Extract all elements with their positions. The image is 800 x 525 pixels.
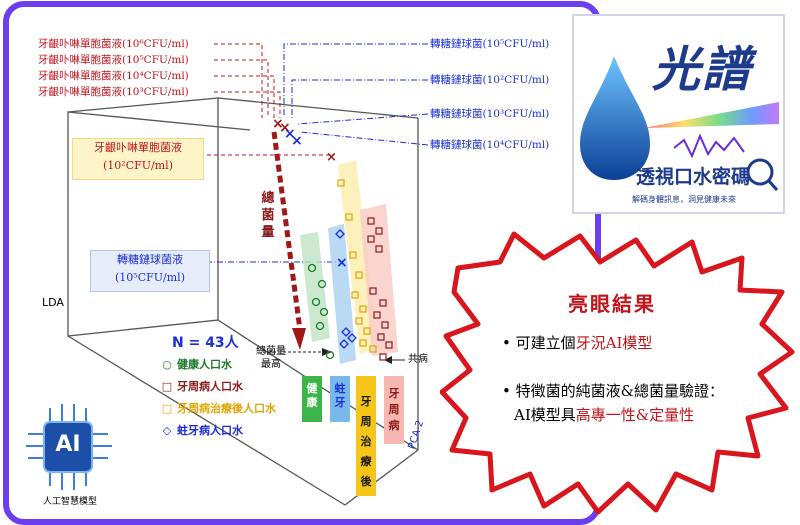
legend-periodontitis: □ 牙周病人口水	[160, 380, 243, 394]
legend-periodontitis-text: 牙周病人口水	[177, 380, 243, 393]
group-label-caries: 蛀 牙	[330, 376, 350, 422]
logo-subtitle: 透視口水密碼	[636, 166, 751, 188]
sm-pure-callout: 轉糖鏈球菌液 (10⁵CFU/ml)	[90, 250, 210, 292]
bullet-2-text: AI模型具	[514, 406, 576, 424]
results-bullet-2-cont: AI模型具高專一性&定量性	[514, 404, 694, 425]
sm-label-2: 轉糖鏈球菌(10²CFU/ml)	[430, 74, 550, 86]
sm-label-3: 轉糖鏈球菌(10³CFU/ml)	[430, 108, 550, 120]
axis-label-lda: LDA	[42, 296, 64, 309]
pg-label-2: 牙齦卟啉單胞菌液(10⁵CFU/ml)	[38, 54, 189, 66]
svg-text:×: ×	[279, 120, 291, 136]
bullet-1-highlight: 牙況AI模型	[575, 334, 653, 352]
legend-periodontitis-marker: □	[161, 380, 173, 393]
sm-pure-line1: 轉糖鏈球菌液	[117, 253, 183, 266]
group-label-healthy: 健 康	[302, 376, 322, 422]
sample-count: N = 43人	[172, 335, 239, 351]
group-label-periodontitis: 牙 周 病	[384, 376, 404, 444]
legend-treated: □ 牙周病治療後人口水	[160, 402, 276, 416]
total-bacteria-note: 總菌量 最高	[256, 346, 286, 370]
pg-pure-line1: 牙齦卟啉單胞菌液	[94, 141, 182, 154]
legend-treated-marker: □	[161, 402, 173, 415]
svg-text:×: ×	[291, 133, 303, 149]
legend-caries: ◇ 蛀牙病人口水	[160, 424, 243, 438]
legend-healthy: ○ 健康人口水	[160, 358, 232, 372]
bullet-2-highlight: 高專一性&定量性	[575, 406, 695, 424]
results-bullet-2: • 特徵菌的純菌液&總菌量驗證：	[502, 380, 724, 401]
bullet-1-dot: •	[502, 334, 516, 352]
results-heading: 亮眼結果	[568, 292, 656, 316]
bullet-2-dot: •	[502, 382, 516, 400]
logo-panel: 光譜 透視口水密碼 解碼身體訊息，洞見健康未來	[572, 14, 785, 214]
ai-chip-icon	[26, 404, 112, 490]
legend-healthy-text: 健康人口水	[177, 358, 232, 371]
bullet-1-text: 可建立個	[515, 334, 576, 352]
sm-pure-line2: (10⁵CFU/ml)	[115, 271, 185, 284]
bullet-2-line1: 特徵菌的純菌液&總菌量驗證：	[515, 382, 724, 400]
group-label-treated: 牙 周 治 療 後	[356, 376, 376, 496]
legend-healthy-marker: ○	[162, 358, 172, 371]
pg-label-4: 牙齦卟啉單胞菌液(10³CFU/ml)	[38, 86, 189, 98]
legend-treated-text: 牙周病治療後人口水	[177, 402, 276, 415]
svg-text:×: ×	[336, 255, 348, 271]
svg-text:×: ×	[284, 126, 296, 142]
legend-caries-marker: ◇	[162, 424, 172, 437]
logo-tagline: 解碼身體訊息，洞見健康未來	[632, 195, 736, 204]
comorbid-label: 共病	[408, 354, 428, 365]
ai-badge-caption: 人工智慧模型	[42, 497, 97, 507]
results-starburst	[440, 231, 795, 515]
pg-pure-callout: 牙齦卟啉單胞菌液 (10²CFU/ml)	[72, 138, 204, 180]
results-bullet-1: • 可建立個牙況AI模型	[502, 332, 652, 353]
logo-title: 光譜	[652, 42, 753, 98]
ai-badge-text: AI	[55, 432, 81, 457]
pg-pure-line2: (10²CFU/ml)	[103, 159, 173, 172]
pg-label-1: 牙齦卟啉單胞菌液(10⁶CFU/ml)	[38, 38, 189, 50]
ai-badge: AI 人工智慧模型	[24, 398, 116, 508]
water-drop-icon	[580, 56, 779, 191]
legend-caries-text: 蛀牙病人口水	[177, 424, 243, 437]
sm-label-1: 轉糖鏈球菌(10⁵CFU/ml)	[430, 38, 550, 50]
svg-text:×: ×	[272, 116, 284, 132]
svg-text:×: ×	[326, 150, 337, 165]
sm-label-4: 轉糖鏈球菌(10⁴CFU/ml)	[430, 139, 550, 151]
total-bacteria-label: 總 菌 量	[261, 191, 275, 240]
pg-label-3: 牙齦卟啉單胞菌液(10⁴CFU/ml)	[38, 70, 189, 82]
